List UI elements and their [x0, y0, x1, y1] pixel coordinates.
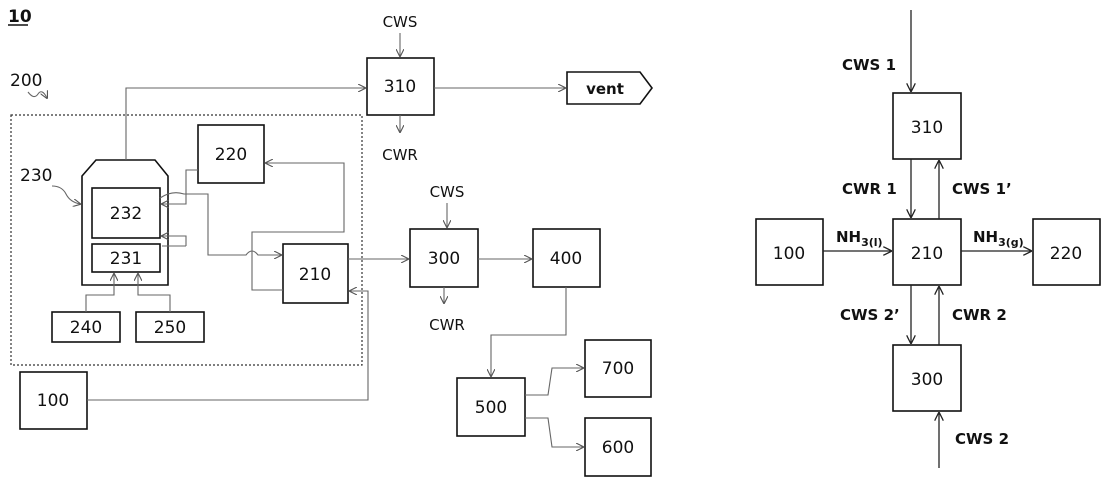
line-220-to-232 — [162, 169, 198, 204]
box-210-right-label: 210 — [911, 244, 943, 264]
label-nh3-gas-sub: 3(g) — [998, 236, 1024, 249]
line-500-to-600 — [525, 417, 583, 447]
line-210-to-220 — [251, 163, 345, 291]
box-310-left-label: 310 — [384, 77, 416, 97]
left-cwr-mid: CWR — [429, 316, 465, 334]
box-210-right — [892, 218, 962, 286]
line-100-to-210 — [87, 291, 369, 401]
box-100-right-label: 100 — [773, 244, 805, 264]
box-220-left-label: 220 — [215, 145, 247, 165]
line-500-to-700 — [525, 368, 583, 396]
box-310-right-label: 310 — [911, 118, 943, 138]
box-220-left — [197, 124, 265, 184]
box-700-label: 700 — [602, 359, 634, 379]
group-200-leader — [27, 92, 47, 98]
box-400-label: 400 — [550, 249, 582, 269]
box-700 — [584, 339, 652, 398]
vessel-230-leader — [51, 185, 80, 204]
box-210-left — [282, 243, 349, 304]
box-310-left — [366, 57, 435, 116]
label-cws1-prime: CWS 1’ — [952, 180, 1012, 198]
box-220-right-label: 220 — [1050, 244, 1082, 264]
box-232 — [91, 187, 161, 239]
label-nh3-liquid: NH3(l) — [836, 228, 883, 249]
line-250-to-231 — [138, 274, 171, 312]
box-600 — [584, 417, 652, 477]
box-600-label: 600 — [602, 438, 634, 458]
box-400 — [532, 228, 601, 288]
label-cws1: CWS 1 — [842, 56, 896, 74]
left-cwr-top: CWR — [382, 146, 418, 164]
line-240-to-231 — [85, 274, 114, 312]
box-300-left-label: 300 — [428, 249, 460, 269]
line-feed-to-232 — [162, 236, 187, 246]
vent-label: vent — [586, 80, 624, 98]
box-210-left-label: 210 — [299, 265, 331, 285]
box-100-right — [755, 218, 824, 286]
box-500-label: 500 — [475, 398, 507, 418]
box-231 — [91, 243, 161, 273]
figure-label: 10 — [8, 7, 32, 27]
box-240 — [51, 311, 121, 343]
group-200-boundary — [10, 114, 363, 366]
box-300-left — [409, 228, 479, 288]
group-200-label: 200 — [10, 71, 42, 91]
box-310-right — [892, 92, 962, 160]
left-cws-top: CWS — [383, 13, 418, 31]
box-240-label: 240 — [70, 318, 102, 338]
box-100-left-label: 100 — [37, 391, 69, 411]
vent-shape — [566, 71, 653, 105]
label-nh3-gas: NH3(g) — [973, 228, 1024, 249]
line-vessel-to-310 — [125, 88, 365, 160]
label-cws2-prime: CWS 2’ — [840, 306, 900, 324]
line-232-to-210 — [159, 192, 281, 255]
box-100-left — [19, 371, 88, 430]
box-220-right — [1032, 218, 1101, 286]
line-400-to-500 — [491, 287, 567, 376]
label-nh3-liquid-sub: 3(l) — [861, 236, 882, 249]
label-cwr2: CWR 2 — [952, 306, 1007, 324]
label-nh3-gas-base: NH — [973, 228, 998, 246]
box-231-label: 231 — [110, 249, 142, 269]
box-300-right — [892, 344, 962, 412]
box-232-label: 232 — [110, 204, 142, 224]
left-cws-mid: CWS — [430, 183, 465, 201]
box-500 — [456, 377, 526, 437]
label-cws2: CWS 2 — [955, 430, 1009, 448]
label-cwr1: CWR 1 — [842, 180, 897, 198]
box-300-right-label: 300 — [911, 370, 943, 390]
label-nh3-liquid-base: NH — [836, 228, 861, 246]
vessel-230-label: 230 — [20, 166, 52, 186]
box-250-label: 250 — [154, 318, 186, 338]
